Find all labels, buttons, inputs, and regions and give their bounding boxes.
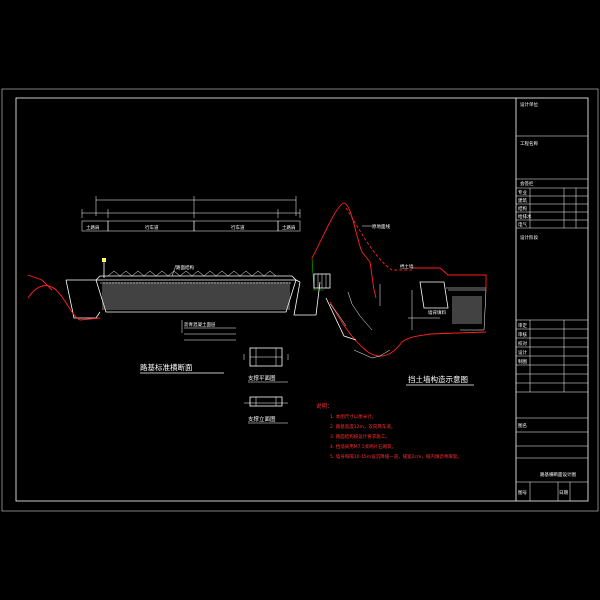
- title-table-heading: 会签栏: [520, 180, 534, 187]
- title-row-a-1: 建筑: [518, 197, 527, 204]
- title-row-b-3: 设计: [518, 349, 527, 356]
- main-view-title: 路基标准横断面: [140, 362, 193, 372]
- retaining-label-a: 原地面线: [372, 223, 390, 230]
- title-row-a-0: 专业: [518, 189, 527, 196]
- retaining-label-b: 挡土墙: [400, 263, 414, 270]
- title-row-b-1: 审核: [518, 331, 527, 338]
- title-row-a-3: 给排水: [518, 213, 532, 220]
- plan-view-title: 支撑平面图: [248, 374, 276, 382]
- title-project-label: 工程名称: [520, 140, 538, 147]
- main-section: 土路肩 行车道 行车道 土路肩 路面结构 沥青混凝土面层 路基标准横断面: [27, 196, 321, 374]
- notes-heading: 说明：: [316, 402, 333, 410]
- note-label: 沥青混凝土面层: [184, 321, 216, 328]
- retaining-label-c: 墙背填料: [428, 309, 446, 316]
- shoulder-label-right: 土路肩: [282, 224, 296, 231]
- title-block: 设计单位 工程名称 会签栏 专业 建筑 结构 给排水 电气 设计阶段 审定 审核…: [516, 101, 588, 501]
- layer-label: 路面结构: [176, 264, 194, 271]
- notes-item-3: 4. 挡墙采用M7.5浆砌片石砌筑。: [330, 443, 396, 450]
- title-drawing-name: 路基横断面设计图: [540, 471, 576, 478]
- shoulder-label-left: 土路肩: [86, 224, 100, 231]
- notes-block: 说明： 1. 本图尺寸以厘米计。 2. 路基宽度12m，双向两车道。 3. 路面…: [316, 402, 462, 460]
- notes-item-2: 3. 路面结构按设计要求施工。: [330, 433, 390, 440]
- title-row-b-4: 制图: [518, 358, 527, 365]
- retaining-wall-section: 原地面线 挡土墙 墙背填料 挡土墙构造示意图: [311, 202, 487, 386]
- title-drawing-name-label: 图名: [518, 422, 527, 429]
- outer-frame: [1, 88, 599, 512]
- title-company: 设计单位: [520, 101, 538, 108]
- notes-item-1: 2. 路基宽度12m，双向两车道。: [330, 423, 395, 430]
- title-date-label: 日期: [559, 490, 568, 496]
- title-row-b-0: 审定: [518, 322, 527, 329]
- inner-frame: [15, 97, 589, 502]
- title-row-b-2: 校对: [518, 340, 527, 347]
- lane-label-right: 行车道: [231, 224, 245, 231]
- notes-item-0: 1. 本图尺寸以厘米计。: [330, 413, 376, 420]
- lane-label-left: 行车道: [145, 224, 159, 231]
- retaining-view-title: 挡土墙构造示意图: [408, 374, 468, 384]
- elevation-view-title: 支撑立面图: [248, 415, 276, 423]
- title-row-a-4: 电气: [518, 221, 527, 228]
- title-stage-label: 设计阶段: [520, 234, 538, 241]
- support-views: 支撑平面图 支撑立面图: [243, 347, 289, 424]
- title-number-label: 图号: [518, 490, 527, 496]
- title-row-a-2: 结构: [518, 205, 527, 212]
- notes-item-4: 5. 墙身每隔10-15m设沉降缝一道，缝宽2cm，缝内填沥青麻絮。: [330, 453, 462, 460]
